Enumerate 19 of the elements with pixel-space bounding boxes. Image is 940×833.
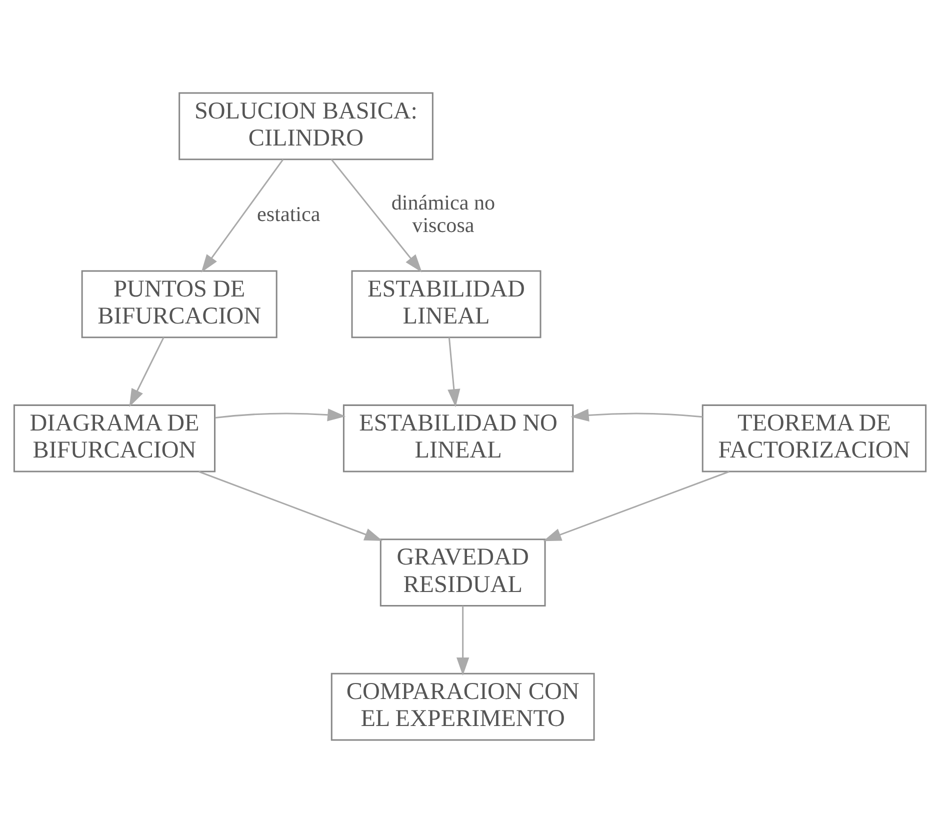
edge-label: estatica	[257, 202, 320, 226]
edge-label: dinámica no viscosa	[391, 190, 496, 238]
node-box: ESTABILIDAD NO LINEAL	[342, 404, 574, 472]
node-box: PUNTOS DE BIFURCACION	[81, 270, 278, 338]
arrow	[215, 408, 346, 422]
arrow	[570, 408, 703, 422]
arrow	[129, 337, 164, 407]
node-box: COMPARACION CON EL EXPERIMENTO	[330, 672, 595, 741]
node-box: SOLUCION BASICA: CILINDRO	[178, 92, 434, 160]
node-box: ESTABILIDAD LINEAL	[351, 270, 542, 338]
arrow	[198, 470, 383, 541]
arrow	[201, 158, 284, 272]
arrow	[330, 158, 422, 272]
node-box: TEOREMA DE FACTORIZACION	[702, 404, 927, 472]
arrow	[543, 470, 730, 542]
node-box: DIAGRAMA DE BIFURCACION	[13, 404, 216, 472]
arrow	[456, 606, 470, 676]
node-box: GRAVEDAD RESIDUAL	[380, 538, 546, 606]
arrow	[448, 337, 460, 408]
